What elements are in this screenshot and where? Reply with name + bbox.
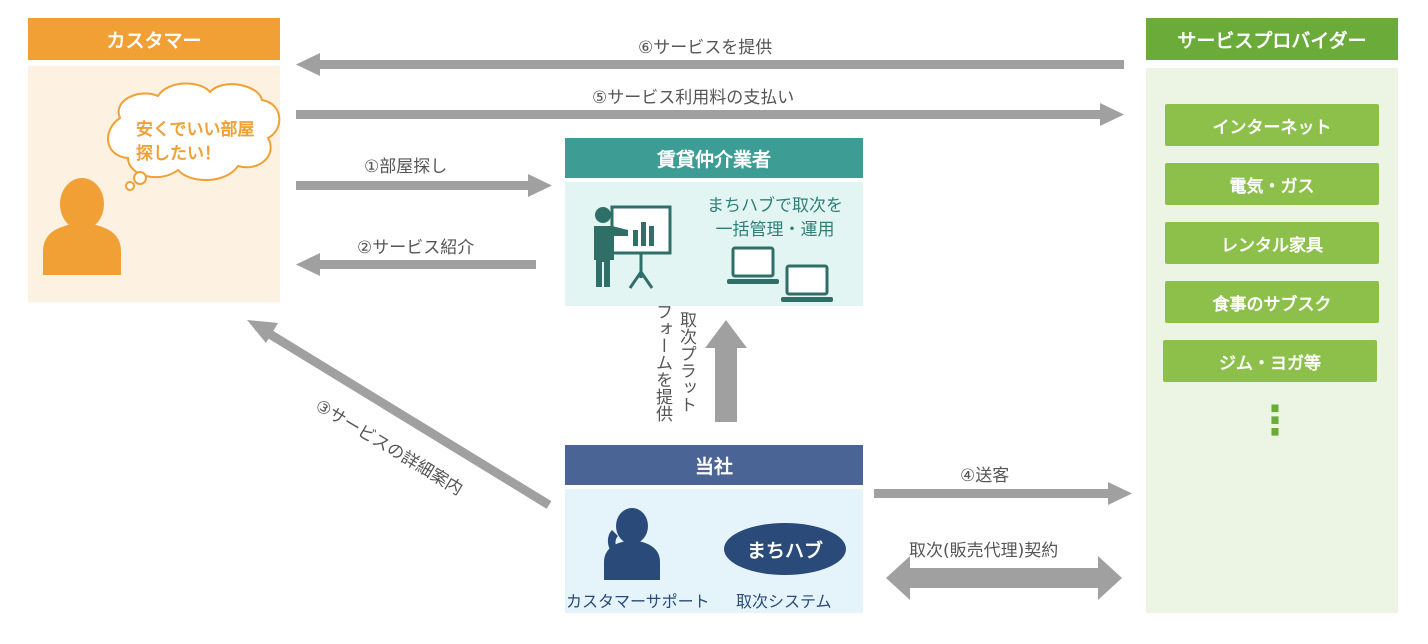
laptop-icon bbox=[781, 264, 833, 302]
contract-double-arrow bbox=[886, 556, 1122, 600]
agency-header: 賃貸仲介業者 bbox=[565, 138, 863, 178]
service-label: 電気・ガス bbox=[1229, 176, 1315, 197]
thought-bubble bbox=[107, 82, 281, 191]
agency-text-line-1: まちハブで取次を bbox=[707, 196, 843, 216]
support-operator-icon bbox=[604, 508, 660, 580]
bubble-text: 安くでいい部屋 探したい！ bbox=[136, 118, 255, 166]
support-label: カスタマーサポート bbox=[566, 592, 710, 611]
system-label: 取次システム bbox=[736, 592, 832, 611]
arrow-step5 bbox=[296, 103, 1124, 126]
bubble-line-2: 探したい！ bbox=[136, 144, 221, 164]
company-header-label: 当社 bbox=[694, 455, 733, 478]
provider-header: サービスプロバイダー bbox=[1146, 18, 1398, 60]
agency-text: まちハブで取次を 一括管理・運用 bbox=[700, 194, 850, 242]
machihub-badge-label: まちハブ bbox=[746, 540, 823, 562]
presenter-icon bbox=[594, 205, 672, 289]
label-step5: ⑤サービス利用料の支払い bbox=[592, 88, 795, 108]
label-step4: ④送客 bbox=[960, 466, 1010, 486]
customer-person-icon bbox=[43, 178, 121, 275]
laptop-icon bbox=[727, 246, 779, 284]
agency-text-line-2: 一括管理・運用 bbox=[715, 220, 835, 240]
arrow-step1 bbox=[296, 174, 552, 197]
service-box-utilities: 電気・ガス bbox=[1165, 163, 1379, 205]
company-header: 当社 bbox=[565, 445, 863, 485]
agency-header-label: 賃貸仲介業者 bbox=[656, 148, 771, 171]
label-step2: ②サービス紹介 bbox=[357, 238, 475, 258]
bubble-line-1: 安くでいい部屋 bbox=[136, 120, 255, 140]
service-box-internet: インターネット bbox=[1165, 104, 1379, 146]
service-label: 食事のサブスク bbox=[1212, 294, 1332, 315]
label-step6: ⑥サービスを提供 bbox=[638, 38, 773, 58]
arrow-step2 bbox=[296, 253, 536, 276]
machihub-badge bbox=[724, 523, 846, 575]
service-label: インターネット bbox=[1212, 117, 1332, 138]
service-box-meal: 食事のサブスク bbox=[1165, 281, 1379, 323]
arrow-step6 bbox=[296, 53, 1124, 76]
provider-header-label: サービスプロバイダー bbox=[1177, 29, 1367, 52]
more-services-ellipsis: ⋮ bbox=[1255, 398, 1295, 444]
label-step1: ①部屋探し bbox=[364, 157, 448, 177]
service-label: レンタル家具 bbox=[1221, 235, 1323, 256]
arrow-step4 bbox=[874, 482, 1132, 505]
label-platform-col1: 取次プラット bbox=[676, 311, 696, 413]
arrow-step3 bbox=[247, 320, 552, 509]
label-contract: 取次(販売代理)契約 bbox=[909, 541, 1059, 561]
platform-up-arrow bbox=[705, 320, 747, 422]
service-box-gym: ジム・ヨガ等 bbox=[1163, 340, 1377, 382]
customer-header-label: カスタマー bbox=[106, 29, 202, 52]
service-box-furniture: レンタル家具 bbox=[1165, 222, 1379, 264]
service-label: ジム・ヨガ等 bbox=[1219, 353, 1321, 374]
label-platform-col2: フォームを提供 bbox=[652, 303, 672, 422]
customer-header: カスタマー bbox=[28, 18, 280, 60]
